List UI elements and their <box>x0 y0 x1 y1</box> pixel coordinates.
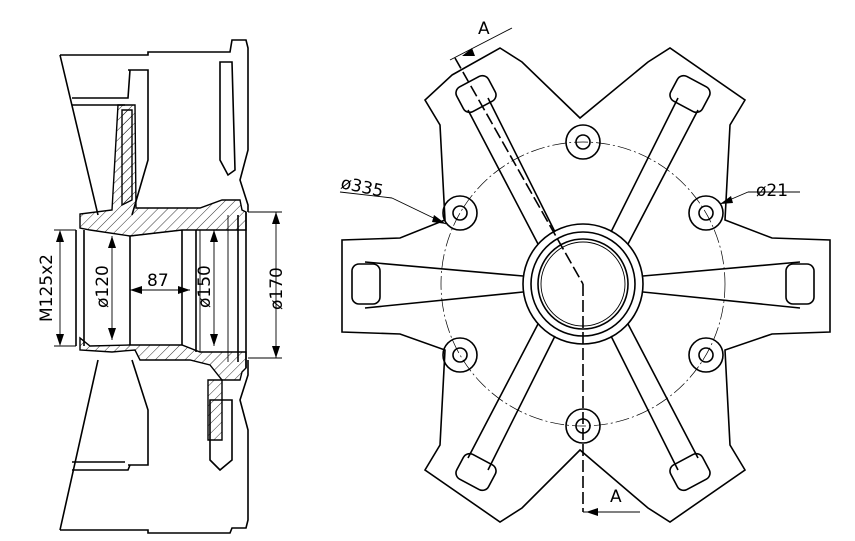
spokes <box>364 97 801 471</box>
section-lower-inner <box>209 399 233 472</box>
dim-bore-120-label: ø120 <box>93 265 113 308</box>
bore-taper <box>129 215 229 362</box>
section-upper-flange <box>79 104 247 237</box>
dim-pcd: ø335 <box>339 173 447 225</box>
section-lower-flange <box>79 336 247 381</box>
bolt-hole-lower-right <box>688 337 724 373</box>
boss-bore <box>537 238 629 330</box>
section-lower-web <box>207 379 223 441</box>
section-mark-bottom: A <box>610 487 622 507</box>
section-upper-rim <box>72 69 131 106</box>
section-upper-spoke <box>59 54 149 216</box>
bolt-hole-lower-left <box>442 337 478 373</box>
dim-bore-150-label: ø150 <box>195 265 215 308</box>
section-upper-inner <box>219 61 236 177</box>
dim-outer-170-label: ø170 <box>267 267 287 310</box>
hub-outline <box>341 47 831 523</box>
section-lower-spoke <box>59 359 149 531</box>
dim-outer-170: ø170 <box>248 211 287 359</box>
dim-pcd-label: ø335 <box>339 173 385 201</box>
section-upper-web <box>121 109 133 207</box>
dim-bore-120: ø120 <box>93 236 116 340</box>
bolt-hole-top <box>565 124 601 160</box>
dim-hole-label: ø21 <box>756 181 788 201</box>
front-view: A A ø335 ø21 <box>339 19 831 523</box>
section-line: A A <box>449 19 640 516</box>
section-lower-outline <box>60 360 249 534</box>
dim-hole: ø21 <box>719 181 800 205</box>
bolt-holes <box>442 124 724 444</box>
dim-length-87-label: 87 <box>147 271 169 291</box>
dim-bore-150: ø150 <box>195 230 218 346</box>
section-lower-rim <box>72 461 131 471</box>
section-mark-top: A <box>478 19 490 39</box>
section-upper-outline <box>60 39 249 212</box>
section-view: M125x2 ø120 87 ø150 <box>37 39 287 534</box>
dim-thread: M125x2 <box>37 229 76 347</box>
bolt-hole-upper-left <box>442 195 478 231</box>
bolt-hole-upper-right <box>688 195 724 231</box>
bolt-hole-bottom <box>565 408 601 444</box>
dim-thread-label: M125x2 <box>37 254 57 322</box>
dim-length-87: 87 <box>130 271 190 294</box>
pitch-circle <box>440 141 726 427</box>
